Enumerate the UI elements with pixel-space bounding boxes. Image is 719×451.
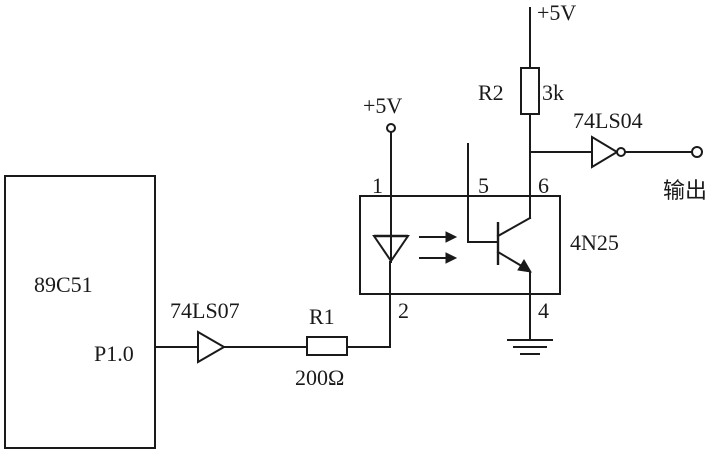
inverter-label: 74LS04 xyxy=(573,108,643,133)
pin6-label: 6 xyxy=(538,173,549,198)
optocoupler-4n25: 4N25 1 2 5 6 4 xyxy=(359,143,619,323)
output-terminal xyxy=(691,146,703,158)
ground xyxy=(507,293,553,355)
resistor-r1: R1 200Ω xyxy=(295,304,348,390)
inverter-triangle xyxy=(591,135,619,169)
r2-value: 3k xyxy=(542,80,564,105)
resistor-r2: R2 3k xyxy=(478,67,564,197)
r2-body xyxy=(520,67,540,115)
output: 输出 xyxy=(624,146,707,204)
led-triangle xyxy=(372,235,410,263)
supply-led: +5V xyxy=(363,93,402,235)
pin5-label: 5 xyxy=(478,173,489,198)
led-diode xyxy=(372,233,410,263)
inverter-74ls04: 74LS04 xyxy=(573,108,643,169)
wire-r1-pin2 xyxy=(346,261,391,348)
r1-name: R1 xyxy=(309,304,335,329)
r1-body xyxy=(306,336,348,356)
pin1-label: 1 xyxy=(372,173,383,198)
pin2-label: 2 xyxy=(398,298,409,323)
optocoupler-package xyxy=(359,195,561,295)
light-arrows xyxy=(419,231,458,264)
supply-top: +5V xyxy=(529,0,576,69)
mcu-89c51: 89C51 P1.0 xyxy=(4,175,156,449)
collector-line xyxy=(496,216,532,238)
inverter-bubble xyxy=(616,147,626,157)
phototransistor xyxy=(467,143,532,295)
pin4-label: 4 xyxy=(538,298,549,323)
buffer-triangle xyxy=(197,330,227,364)
mcu-body xyxy=(4,175,156,449)
supply-led-terminal xyxy=(386,123,396,133)
emitter-arrow xyxy=(517,259,532,273)
mcu-label: 89C51 xyxy=(34,272,93,297)
optocoupler-label: 4N25 xyxy=(570,230,619,255)
buffer-label: 74LS07 xyxy=(170,298,240,323)
supply-led-label: +5V xyxy=(363,93,402,118)
r2-name: R2 xyxy=(478,80,504,105)
light-arrow-2-head xyxy=(445,252,458,264)
buffer-74ls07: 74LS07 xyxy=(170,298,240,364)
light-arrow-1-head xyxy=(445,231,458,243)
output-label: 输出 xyxy=(663,179,707,204)
supply-top-label: +5V xyxy=(537,0,576,25)
r1-value: 200Ω xyxy=(295,365,344,390)
mcu-pin-label: P1.0 xyxy=(94,341,134,366)
